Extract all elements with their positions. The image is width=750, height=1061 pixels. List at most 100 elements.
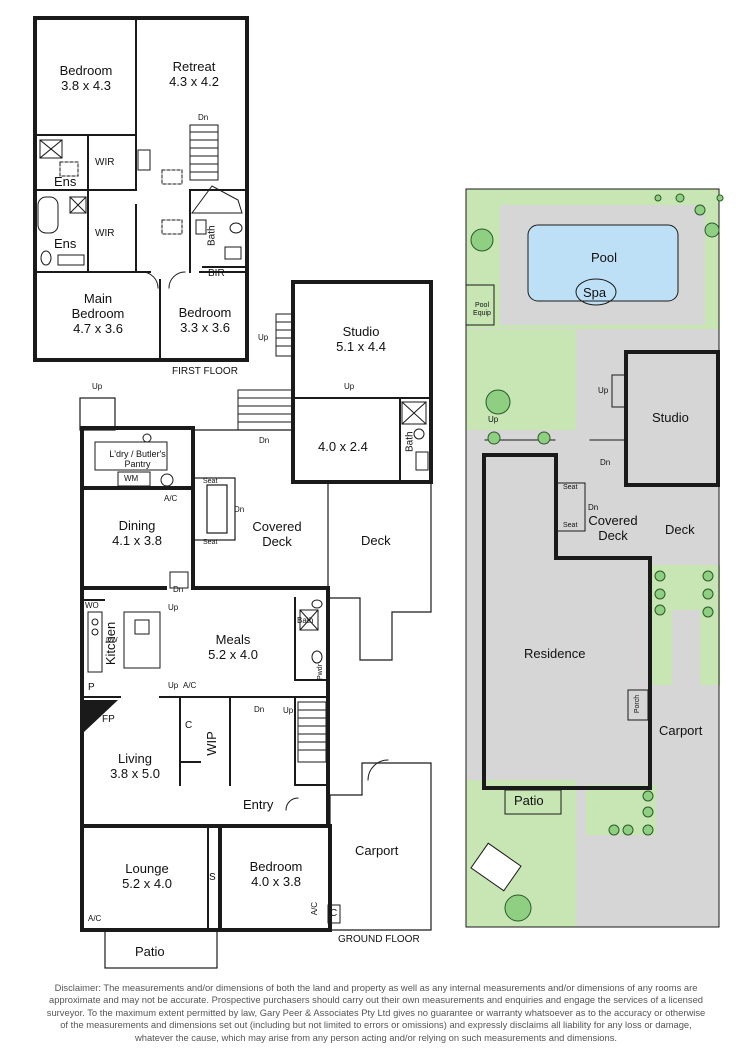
- room-bedroom-top: Bedroom 3.8 x 4.3: [50, 63, 122, 94]
- room-retreat: Retreat 4.3 x 4.2: [158, 59, 230, 90]
- site-seat: Seat: [563, 522, 578, 529]
- site-covered-deck: Covered Deck: [582, 513, 644, 544]
- label-wip: WIP: [203, 731, 219, 756]
- label-up: Up: [258, 333, 269, 342]
- room-name: Covered: [588, 513, 638, 528]
- room-name: Pool: [474, 302, 489, 309]
- room-name: Pantry: [124, 459, 151, 470]
- label-bath-studio: Bath: [404, 431, 416, 453]
- label-s: S: [209, 872, 216, 883]
- label-seat: Seat: [203, 478, 218, 485]
- label-up: Up: [168, 681, 179, 690]
- fireplace: [84, 700, 118, 732]
- room-main-bedroom: Main Bedroom 4.7 x 3.6: [60, 291, 136, 337]
- room-entry: Entry: [243, 797, 274, 812]
- room-dims: 5.2 x 4.0: [122, 875, 172, 891]
- site-patio: Patio: [514, 793, 544, 808]
- room-name: Equip: [473, 310, 491, 318]
- label-pwdr: Pwdr: [316, 664, 324, 680]
- room-lounge: Lounge 5.2 x 4.0: [110, 861, 184, 892]
- room-covered-deck: Covered Deck: [240, 519, 314, 550]
- room-name: Living: [118, 751, 152, 766]
- site-up: Up: [488, 415, 499, 424]
- site-porch: Porch: [634, 694, 642, 714]
- label-bath-first: Bath: [206, 225, 218, 247]
- label-c: C: [185, 720, 193, 731]
- room-dims: 4.0 x 3.8: [251, 873, 301, 889]
- room-name: Deck: [262, 533, 292, 549]
- room-deck: Deck: [361, 533, 391, 548]
- label-dw: DW: [106, 637, 118, 644]
- room-studio: Studio 5.1 x 4.4: [325, 324, 397, 355]
- room-dims: 3.8 x 5.0: [110, 765, 160, 781]
- label-up: Up: [283, 706, 294, 715]
- label-ac: A/C: [164, 494, 178, 503]
- site-up: Up: [598, 386, 609, 395]
- first-floor-stairs: [189, 124, 243, 214]
- room-dims: 4.3 x 4.2: [169, 73, 219, 89]
- room-dims: 4.7 x 3.6: [73, 320, 123, 336]
- room-name: Lounge: [125, 861, 169, 876]
- first-floor-title: FIRST FLOOR: [172, 366, 238, 377]
- label-ac: A/C: [88, 914, 102, 923]
- label-dn: Dn: [234, 505, 245, 514]
- site-seat: Seat: [563, 484, 578, 491]
- room-name: Bedroom: [71, 305, 125, 321]
- label-ac: A/C: [310, 901, 320, 916]
- room-name: Bedroom: [178, 305, 232, 320]
- room-dims: 5.2 x 4.0: [208, 646, 258, 662]
- site-dn: Dn: [600, 458, 611, 467]
- label-bir: BIR: [208, 268, 225, 279]
- room-dims: 3.8 x 4.3: [61, 77, 111, 93]
- site-pool: Pool: [591, 250, 618, 265]
- veggie-bed: [470, 842, 522, 892]
- studio-walls: [291, 280, 433, 484]
- label-wir-1: WIR: [95, 157, 115, 168]
- room-bedroom-side: Bedroom 3.3 x 3.6: [168, 305, 242, 336]
- label-wir-2: WIR: [95, 228, 115, 239]
- label-wo: WO: [85, 601, 99, 610]
- label-c: C: [330, 908, 338, 919]
- room-name: Deck: [598, 527, 628, 543]
- room-meals: Meals 5.2 x 4.0: [196, 632, 270, 663]
- site-residence: Residence: [524, 646, 586, 661]
- room-name: L'dry / Butler's: [109, 449, 166, 459]
- site-dn: Dn: [588, 503, 599, 512]
- label-dn-first: Dn: [198, 113, 209, 122]
- room-dims: 5.1 x 4.4: [336, 338, 386, 354]
- label-ac: A/C: [183, 681, 197, 690]
- room-dims: 4.1 x 3.8: [112, 532, 162, 548]
- room-name: Covered: [252, 519, 302, 534]
- label-up: Up: [168, 603, 179, 612]
- room-dining: Dining 4.1 x 3.8: [100, 518, 174, 549]
- label-wm: WM: [124, 474, 139, 483]
- room-name: Meals: [215, 632, 251, 647]
- label-p: P: [88, 682, 95, 693]
- room-name: Bedroom: [249, 859, 303, 874]
- room-dims: 3.3 x 3.6: [180, 319, 230, 335]
- room-bedroom-ground: Bedroom 4.0 x 3.8: [238, 859, 314, 890]
- site-studio: Studio: [652, 410, 689, 425]
- ground-floor-title: GROUND FLOOR: [338, 934, 420, 945]
- room-name: Main: [83, 291, 113, 306]
- disclaimer: Disclaimer: The measurements and/or dime…: [46, 982, 706, 1043]
- room-living: Living 3.8 x 5.0: [98, 751, 172, 782]
- label-ens-2: Ens: [54, 236, 77, 251]
- room-carport: Carport: [355, 843, 399, 858]
- label-dn: Dn: [173, 585, 184, 594]
- label-fp: FP: [102, 714, 115, 725]
- site-deck: Deck: [665, 522, 695, 537]
- room-name: Retreat: [172, 59, 216, 74]
- site-spa: Spa: [583, 285, 607, 300]
- site-carport: Carport: [659, 723, 703, 738]
- label-bath-ground: Bath: [297, 616, 314, 625]
- room-studio-lower: 4.0 x 2.4: [318, 439, 368, 454]
- label-up: Up: [92, 382, 103, 391]
- site-pool-equip: Pool Equip: [471, 302, 493, 318]
- label-up: Up: [344, 382, 355, 391]
- room-name: Bedroom: [59, 63, 113, 78]
- label-seat: Seat: [203, 539, 218, 546]
- label-ens-1: Ens: [54, 174, 77, 189]
- room-name: Dining: [118, 518, 156, 533]
- ground-floor-walls: [80, 426, 332, 932]
